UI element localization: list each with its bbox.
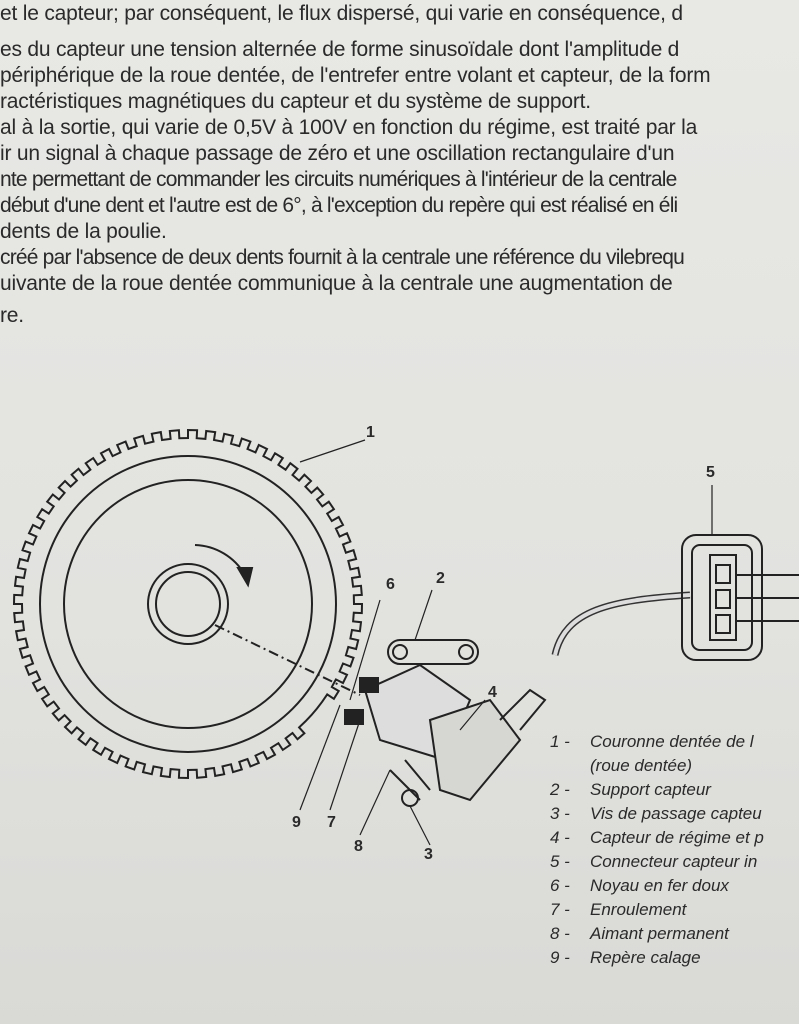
legend-label: Enroulement — [590, 900, 687, 919]
text-line: et le capteur; par conséquent, le flux d… — [0, 2, 683, 25]
text-line: es du capteur une tension alternée de fo… — [0, 38, 680, 61]
callout-2: 2 — [436, 570, 445, 587]
legend-label: Couronne dentée de l — [590, 732, 754, 751]
hub-outer — [147, 563, 229, 645]
text-line: re. — [0, 304, 24, 327]
text-line: périphérique de la roue dentée, de l'ent… — [0, 64, 711, 87]
legend-label: Aimant permanent — [590, 924, 729, 943]
callout-9: 9 — [292, 814, 301, 831]
hub-inner — [155, 571, 221, 637]
parts-legend: 1 - Couronne dentée de l (roue dentée) 2 … — [550, 730, 764, 970]
legend-item: 1 - Couronne dentée de l — [550, 730, 764, 754]
legend-item: 7 - Enroulement — [550, 898, 764, 922]
legend-label: Vis de passage capteu — [590, 804, 762, 823]
legend-item: 6 - Noyau en fer doux — [550, 874, 764, 898]
callout-4: 4 — [488, 684, 497, 701]
callout-5: 5 — [706, 464, 715, 481]
sensor-assembly — [344, 591, 691, 807]
callout-6: 6 — [386, 576, 395, 593]
text-line: début d'une dent et l'autre est de 6°, à… — [0, 194, 678, 217]
legend-num: 6 - — [550, 876, 570, 895]
toothed-wheel — [12, 428, 364, 780]
legend-num: 4 - — [550, 828, 570, 847]
wheel-ring — [63, 479, 313, 729]
wheel-ring — [39, 455, 337, 753]
legend-label: (roue dentée) — [590, 756, 693, 775]
legend-item: 8 - Aimant permanent — [550, 922, 764, 946]
legend-label: Noyau en fer doux — [590, 876, 729, 895]
legend-item: 5 - Connecteur capteur in — [550, 850, 764, 874]
leader-lines — [299, 439, 713, 846]
legend-item: 9 - Repère calage — [550, 946, 764, 970]
rotation-arrow — [194, 544, 246, 576]
callout-1: 1 — [366, 424, 375, 441]
text-line: uivante de la roue dentée communique à l… — [0, 272, 673, 295]
legend-num: 3 - — [550, 804, 570, 823]
text-line: dents de la poulie. — [0, 220, 167, 243]
legend-item: 3 - Vis de passage capteu — [550, 802, 764, 826]
arrowhead-icon — [236, 567, 254, 588]
legend-item: 2 - Support capteur — [550, 778, 764, 802]
text-line: ractéristiques magnétiques du capteur et… — [0, 90, 591, 113]
axis-line — [214, 624, 361, 696]
legend-num: 9 - — [550, 948, 570, 967]
legend-item: 4 - Capteur de régime et p — [550, 826, 764, 850]
legend-label: Connecteur capteur in — [590, 852, 758, 871]
legend-label: Capteur de régime et p — [590, 828, 764, 847]
callout-3: 3 — [424, 846, 433, 863]
legend-num: 1 - — [550, 732, 570, 751]
text-line: al à la sortie, qui varie de 0,5V à 100V… — [0, 116, 698, 139]
legend-num: 8 - — [550, 924, 570, 943]
legend-label: Support capteur — [590, 780, 711, 799]
legend-num: 5 - — [550, 852, 570, 871]
legend-label: Repère calage — [590, 948, 701, 967]
text-line: nte permettant de commander les circuits… — [0, 168, 677, 191]
legend-num: 7 - — [550, 900, 570, 919]
text-line: ir un signal à chaque passage de zéro et… — [0, 142, 675, 165]
legend-item: (roue dentée) — [550, 754, 764, 778]
text-line: créé par l'absence de deux dents fournit… — [0, 246, 685, 269]
connector — [681, 534, 799, 661]
callout-8: 8 — [354, 838, 363, 855]
legend-num: 2 - — [550, 780, 570, 799]
callout-7: 7 — [327, 814, 336, 831]
